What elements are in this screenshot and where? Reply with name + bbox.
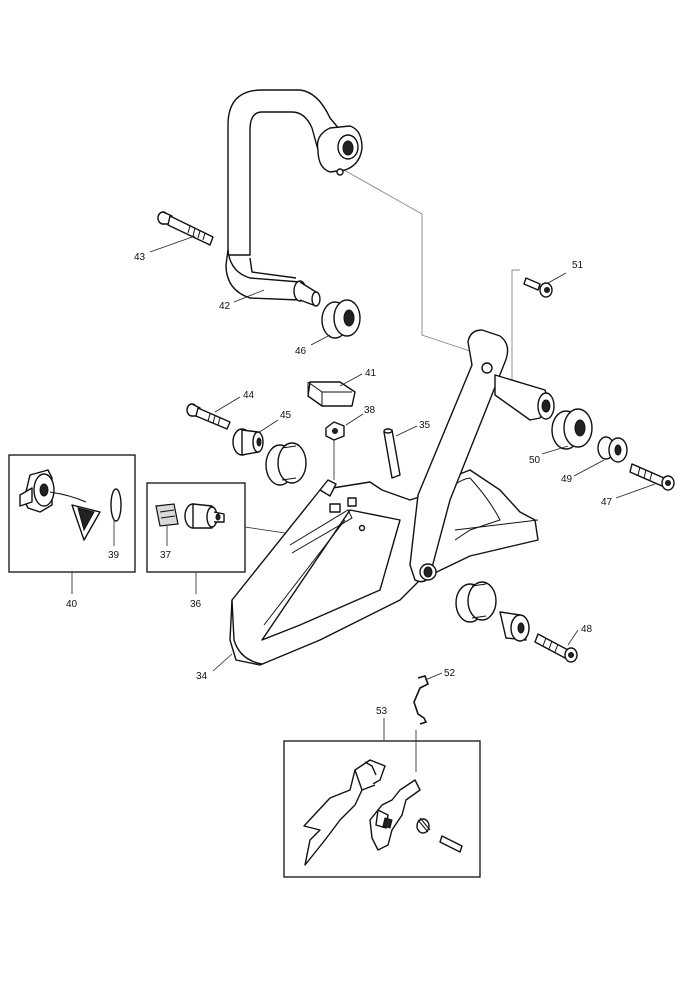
front-handle-bar	[225, 89, 363, 307]
washer-lower	[499, 611, 530, 642]
label-50: 50	[529, 455, 541, 466]
label-52: 52	[444, 668, 456, 679]
screw-51	[523, 277, 553, 298]
damper-46	[321, 299, 361, 339]
filter-housing	[184, 503, 225, 529]
label-37: 37	[160, 550, 172, 561]
label-40: 40	[66, 599, 78, 610]
rear-handle-arm	[409, 329, 555, 583]
screw-48	[534, 633, 578, 663]
damper-50	[551, 408, 593, 450]
assembly-guide-lines	[343, 169, 520, 385]
damper-lower	[455, 581, 497, 623]
screw-47	[629, 463, 675, 491]
small-spring	[416, 817, 431, 834]
label-43: 43	[134, 252, 146, 263]
label-36: 36	[190, 599, 202, 610]
lockout-lever	[369, 779, 421, 851]
label-53: 53	[376, 706, 388, 717]
label-49: 49	[561, 474, 573, 485]
label-48: 48	[581, 624, 593, 635]
spring-52	[413, 675, 430, 725]
label-45: 45	[280, 410, 292, 421]
pin	[439, 835, 463, 853]
collar-45	[232, 428, 264, 456]
washer-49	[597, 436, 628, 463]
label-41: 41	[365, 368, 377, 379]
label-35: 35	[419, 420, 431, 431]
bolt-44	[186, 403, 231, 430]
nut-38	[325, 421, 345, 441]
group-box-36	[146, 482, 286, 573]
bolt-43	[157, 211, 214, 246]
label-34: 34	[196, 671, 208, 682]
label-51: 51	[572, 260, 584, 271]
group-box-53	[283, 740, 481, 878]
throttle-trigger	[303, 759, 386, 866]
tube-35	[383, 428, 401, 479]
filter-37	[155, 503, 179, 527]
damper-rear	[265, 442, 307, 486]
label-42: 42	[219, 301, 231, 312]
label-38: 38	[364, 405, 376, 416]
pad-41	[307, 381, 356, 407]
group-box-40	[8, 454, 136, 573]
oil-cap	[19, 469, 101, 541]
o-ring-39	[110, 488, 122, 522]
label-39: 39	[108, 550, 120, 561]
leader-lines	[71, 235, 656, 772]
mount-bracket-34	[229, 469, 539, 666]
label-47: 47	[601, 497, 613, 508]
label-46: 46	[295, 346, 307, 357]
label-44: 44	[243, 390, 255, 401]
part-labels: 43 42 46 51 41 44 45 38 35 50 49 47 48 5…	[66, 252, 613, 717]
